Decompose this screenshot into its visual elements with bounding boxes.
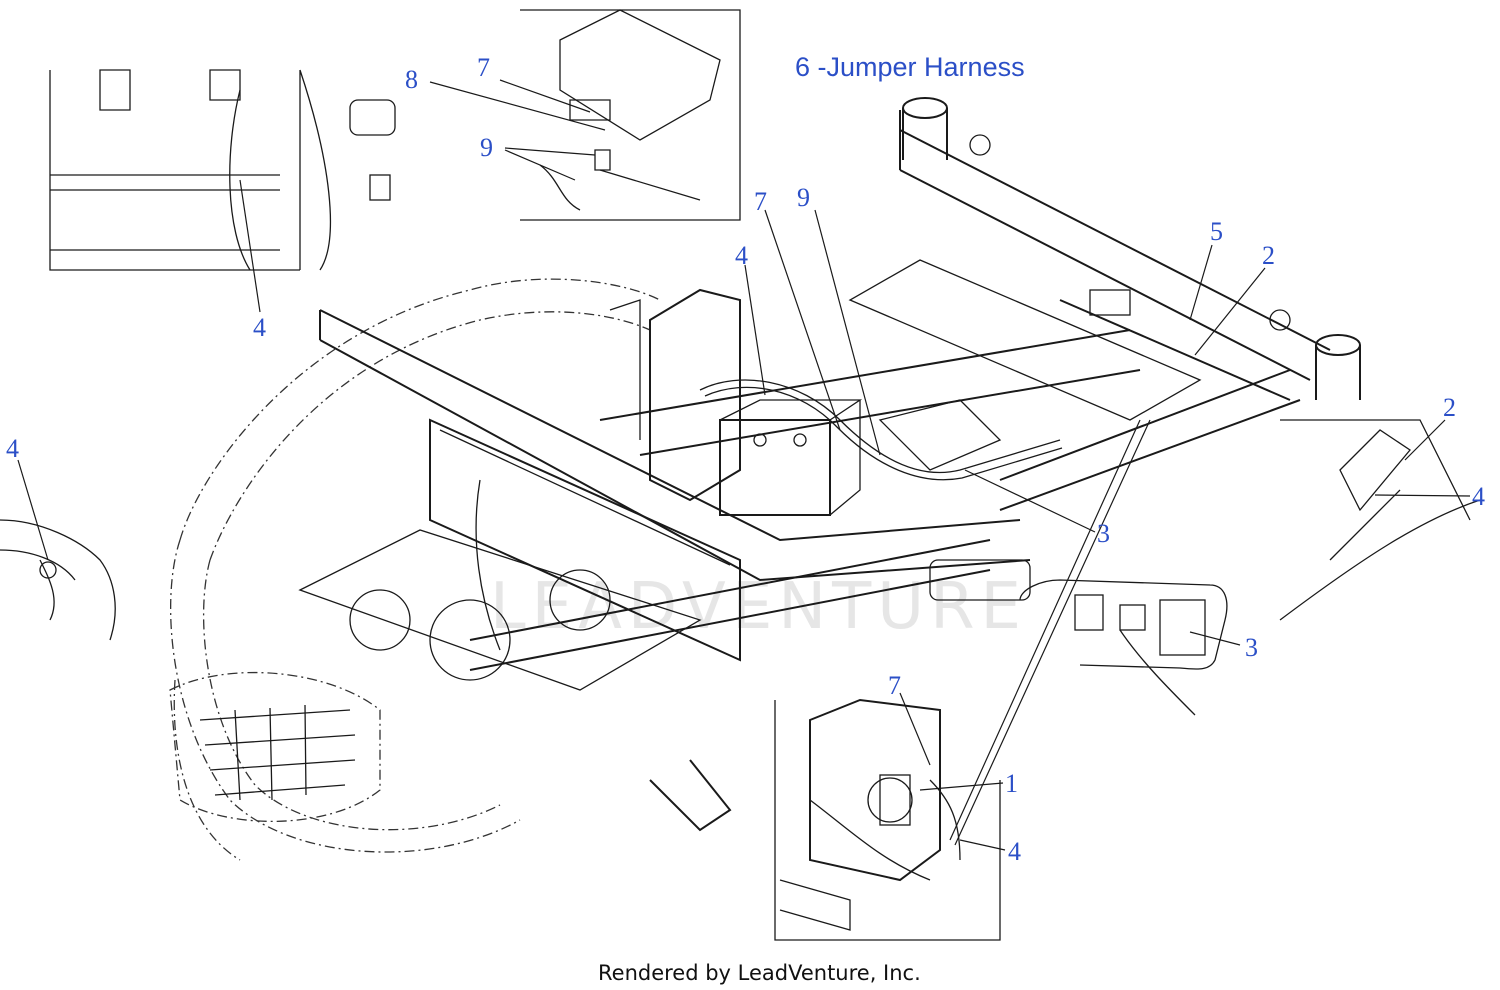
inset-bottom — [774, 698, 1001, 941]
callout-4-top-left: 4 — [253, 313, 266, 342]
callout-7-main: 7 — [754, 187, 767, 216]
callout-3-inset: 3 — [1245, 633, 1258, 662]
callout-5: 5 — [1210, 217, 1223, 246]
watermark-text: LEADVENTURE — [490, 570, 1027, 644]
callout-8: 8 — [405, 65, 418, 94]
callout-2-right: 2 — [1443, 393, 1456, 422]
jumper-harness-wire — [475, 379, 1063, 651]
callout-1: 1 — [1005, 769, 1018, 798]
battery-mount-bracket — [609, 288, 863, 516]
inset-connector — [1019, 579, 1228, 716]
outer-frame-tube — [169, 278, 661, 861]
callout-9-main: 9 — [797, 183, 810, 212]
inset-right — [1279, 419, 1481, 621]
callout-7-bottom: 7 — [888, 671, 901, 700]
inset-top-middle — [520, 9, 741, 221]
inset-top-left — [49, 69, 396, 271]
callout-7-inset: 7 — [477, 53, 490, 82]
callout-4-right: 4 — [1472, 482, 1485, 511]
rear-posts — [902, 97, 1361, 400]
main-frame-rails — [319, 110, 1331, 832]
floor-pan — [298, 259, 1202, 691]
callout-4-left: 4 — [6, 434, 19, 463]
diagram-title: 6 -Jumper Harness — [795, 52, 1025, 82]
callout-3-main: 3 — [1097, 519, 1110, 548]
seat-plate — [878, 399, 1031, 601]
inset-left — [0, 519, 116, 641]
callout-4-bottom: 4 — [1008, 837, 1021, 866]
front-grille — [169, 671, 381, 823]
callout-2-main: 2 — [1262, 241, 1275, 270]
callout-9-inset: 9 — [480, 133, 493, 162]
callout-4-main: 4 — [735, 241, 748, 270]
leader-lines — [17, 79, 1471, 851]
footer-credit: Rendered by LeadVenture, Inc. — [598, 961, 921, 985]
